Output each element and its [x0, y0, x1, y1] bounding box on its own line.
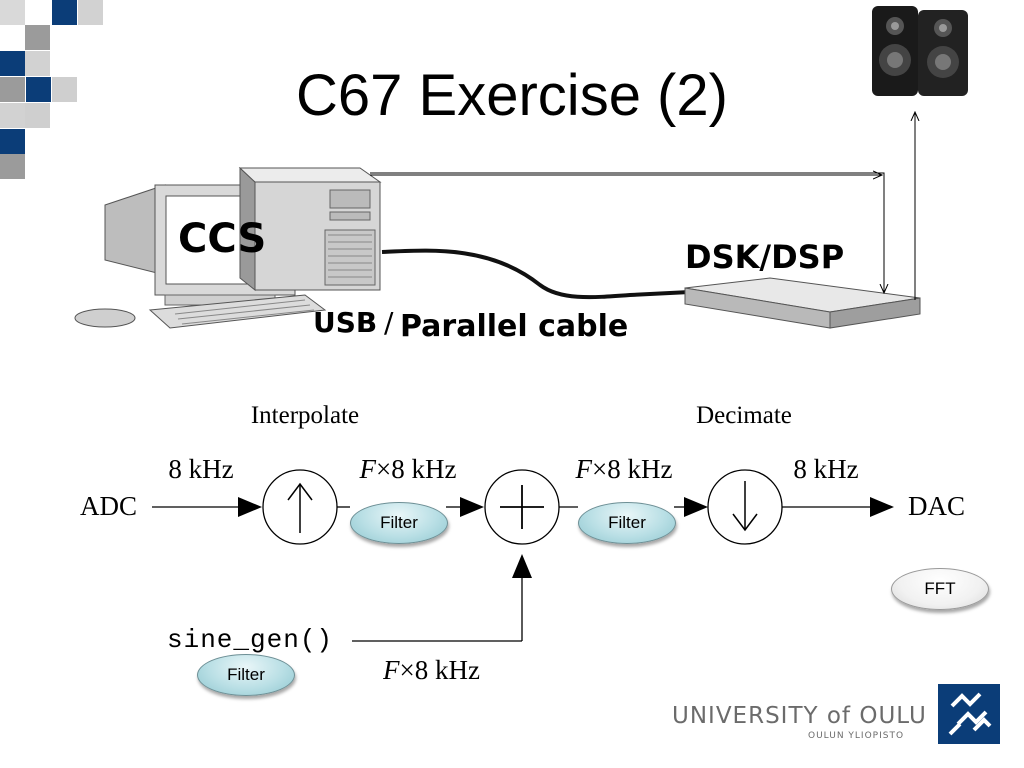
pc-tower-icon	[238, 166, 382, 292]
cable-slash-label: /	[384, 306, 394, 339]
adc-label: ADC	[80, 491, 138, 521]
dac-label: DAC	[908, 491, 966, 521]
cable-usb-label: USB	[313, 306, 378, 339]
cable-parallel-label: Parallel cable	[400, 309, 629, 344]
keyboard-icon	[148, 294, 327, 329]
decimate-label: Decimate	[696, 402, 792, 429]
slide-title: C67 Exercise (2)	[296, 63, 728, 128]
sine-gen-label: sine_gen()	[167, 625, 334, 655]
filter-sine-button[interactable]: Filter	[197, 654, 295, 696]
dsk-dsp-label: DSK/DSP	[685, 238, 845, 276]
ccs-label: CCS	[178, 216, 267, 262]
speakers-icon	[872, 6, 968, 96]
rate-output-label: 8 kHz	[793, 454, 859, 484]
hardware-diagram	[74, 100, 921, 329]
cable-line	[381, 248, 691, 300]
mouse-icon	[74, 308, 136, 328]
dsk-board-icon	[684, 277, 921, 329]
rate-sine-label: F×8 kHz	[383, 655, 480, 685]
fft-button[interactable]: FFT	[891, 568, 989, 610]
interpolate-label: Interpolate	[250, 402, 360, 429]
down-arrow-icon	[732, 481, 758, 532]
university-logo-icon	[938, 684, 1000, 744]
rate-input-label: 8 kHz	[168, 454, 234, 484]
university-subname: OULUN YLIOPISTO	[808, 731, 905, 741]
rate-sum-label: F×8 kHz	[575, 454, 673, 484]
filter-decimate-button[interactable]: Filter	[578, 502, 676, 544]
university-name: UNIVERSITY of OULU	[672, 703, 927, 729]
filter-interpolate-button[interactable]: Filter	[350, 502, 448, 544]
plus-icon	[500, 485, 544, 529]
rate-interp-label: F×8 kHz	[359, 454, 457, 484]
up-arrow-icon	[287, 482, 313, 533]
